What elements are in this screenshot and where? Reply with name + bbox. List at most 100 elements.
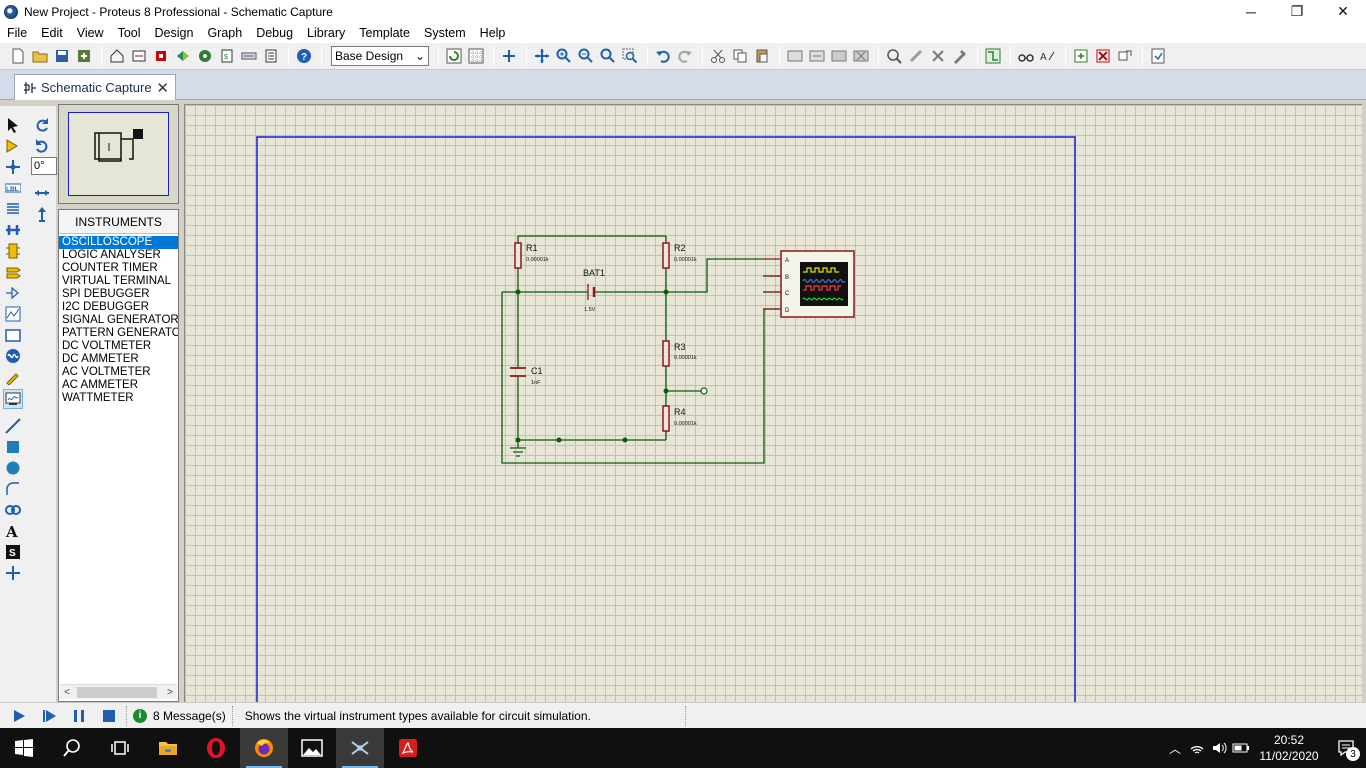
instruments-horizontal-scrollbar[interactable]: < > [60, 684, 177, 699]
proteus-taskbar-icon[interactable] [336, 728, 384, 768]
junction-dot-icon[interactable] [4, 158, 22, 176]
pick-device-icon[interactable] [884, 46, 904, 66]
copy-icon[interactable] [730, 46, 750, 66]
list-item-counter-timer[interactable]: COUNTER TIMER [62, 262, 158, 274]
menu-tool[interactable]: Tool [117, 26, 141, 40]
file-explorer-icon[interactable] [144, 728, 192, 768]
menu-edit[interactable]: Edit [41, 26, 63, 40]
minimize-button[interactable]: ─ [1246, 3, 1256, 20]
photos-app-icon[interactable] [288, 728, 336, 768]
list-item-virtual-terminal[interactable]: VIRTUAL TERMINAL [62, 275, 172, 287]
menu-view[interactable]: View [76, 26, 104, 40]
zoom-out-icon[interactable] [576, 46, 596, 66]
block-delete-icon[interactable] [851, 46, 871, 66]
design-explorer-icon[interactable] [1148, 46, 1168, 66]
opera-browser-icon[interactable] [192, 728, 240, 768]
property-assignment-icon[interactable]: A [1038, 46, 1058, 66]
menu-graph[interactable]: Graph [207, 26, 243, 40]
taskbar-clock[interactable]: 20:52 11/02/2020 [1252, 732, 1326, 764]
list-item-ac-ammeter[interactable]: AC AMMETER [62, 379, 139, 391]
2d-path-icon[interactable] [4, 501, 22, 519]
menu-template[interactable]: Template [359, 26, 410, 40]
mirror-horizontal-icon[interactable] [33, 184, 51, 202]
tape-recorder-icon[interactable] [4, 326, 22, 344]
undo-icon[interactable] [653, 46, 673, 66]
volume-icon[interactable] [1208, 728, 1230, 768]
2d-text-icon[interactable]: A [4, 522, 22, 540]
block-copy-icon[interactable] [785, 46, 805, 66]
list-item-signal-generator[interactable]: SIGNAL GENERATOR [62, 314, 178, 326]
list-item-pattern-generator[interactable]: PATTERN GENERATOR [62, 327, 178, 339]
subcircuit-icon[interactable] [4, 242, 22, 260]
grid-toggle-icon[interactable] [466, 46, 486, 66]
pan-icon[interactable] [532, 46, 552, 66]
rotate-clockwise-icon[interactable] [33, 116, 51, 134]
wire-autorouter-icon[interactable] [983, 46, 1003, 66]
menu-system[interactable]: System [423, 26, 466, 40]
2d-symbol-icon[interactable]: S [4, 543, 22, 561]
pause-button[interactable] [68, 705, 90, 727]
menu-file[interactable]: File [7, 26, 28, 40]
notes-icon[interactable] [261, 46, 281, 66]
zoom-area-icon[interactable] [620, 46, 640, 66]
list-item-oscilloscope[interactable]: OSCILLOSCOPE [59, 236, 178, 249]
2d-circle-icon[interactable] [4, 459, 22, 477]
list-item-logic-analyser[interactable]: LOGIC ANALYSER [62, 249, 161, 261]
start-button[interactable] [0, 728, 48, 768]
help-icon[interactable]: ? [294, 46, 314, 66]
selection-mode-icon[interactable] [4, 116, 22, 134]
list-item-ac-voltmeter[interactable]: AC VOLTMETER [62, 366, 151, 378]
2d-arc-icon[interactable] [4, 480, 22, 498]
message-count[interactable]: i 8 Message(s) [133, 708, 226, 723]
bom-icon[interactable]: $ [217, 46, 237, 66]
gerber-icon[interactable] [195, 46, 215, 66]
stop-button[interactable] [98, 705, 120, 727]
device-pins-icon[interactable] [4, 284, 22, 302]
component-mode-icon[interactable] [4, 137, 22, 155]
packaging-tool-icon[interactable] [928, 46, 948, 66]
schematic-editing-window[interactable]: R1 0.00001k R2 0.00001k BAT1 1.5V C1 1nF… [184, 104, 1362, 702]
list-item-dc-ammeter[interactable]: DC AMMETER [62, 353, 139, 365]
close-button[interactable]: ✕ [1337, 3, 1349, 19]
new-file-icon[interactable] [8, 46, 28, 66]
restore-button[interactable]: ❐ [1290, 3, 1304, 19]
menu-help[interactable]: Help [479, 26, 506, 40]
list-item-wattmeter[interactable]: WATTMETER [62, 392, 134, 404]
terminals-icon[interactable] [4, 263, 22, 281]
redo-icon[interactable] [675, 46, 695, 66]
overview-window[interactable] [58, 104, 179, 204]
play-button[interactable] [8, 705, 30, 727]
refresh-icon[interactable] [444, 46, 464, 66]
open-folder-icon[interactable] [30, 46, 50, 66]
generator-mode-icon[interactable] [4, 347, 22, 365]
tab-close-icon[interactable]: ✕ [156, 79, 169, 97]
list-item-dc-voltmeter[interactable]: DC VOLTMETER [62, 340, 152, 352]
task-view-icon[interactable] [96, 728, 144, 768]
zoom-all-icon[interactable] [598, 46, 618, 66]
virtual-instruments-icon[interactable] [3, 389, 23, 409]
zoom-in-icon[interactable] [554, 46, 574, 66]
text-script-icon[interactable] [4, 200, 22, 218]
rotate-anticlockwise-icon[interactable] [33, 137, 51, 155]
tab-schematic-capture[interactable]: Schematic Capture ✕ [14, 74, 176, 100]
block-rotate-icon[interactable] [829, 46, 849, 66]
acrobat-reader-icon[interactable] [384, 728, 432, 768]
menu-library[interactable]: Library [307, 26, 346, 40]
voltage-probe-icon[interactable] [4, 368, 22, 386]
menu-debug[interactable]: Debug [256, 26, 294, 40]
menu-design[interactable]: Design [154, 26, 194, 40]
action-center-icon[interactable]: 3 [1326, 728, 1366, 768]
2d-box-icon[interactable] [4, 438, 22, 456]
home-icon[interactable] [107, 46, 127, 66]
source-code-icon[interactable] [239, 46, 259, 66]
search-tag-icon[interactable] [1016, 46, 1036, 66]
pcb-icon[interactable] [151, 46, 171, 66]
mirror-vertical-icon[interactable] [33, 205, 51, 223]
make-device-icon[interactable] [906, 46, 926, 66]
origin-icon[interactable] [499, 46, 519, 66]
scrollbar-thumb[interactable] [77, 687, 157, 698]
wifi-icon[interactable] [1186, 728, 1208, 768]
scroll-left-icon[interactable]: < [64, 686, 70, 698]
cut-icon[interactable] [708, 46, 728, 66]
2d-markers-icon[interactable] [4, 564, 22, 582]
